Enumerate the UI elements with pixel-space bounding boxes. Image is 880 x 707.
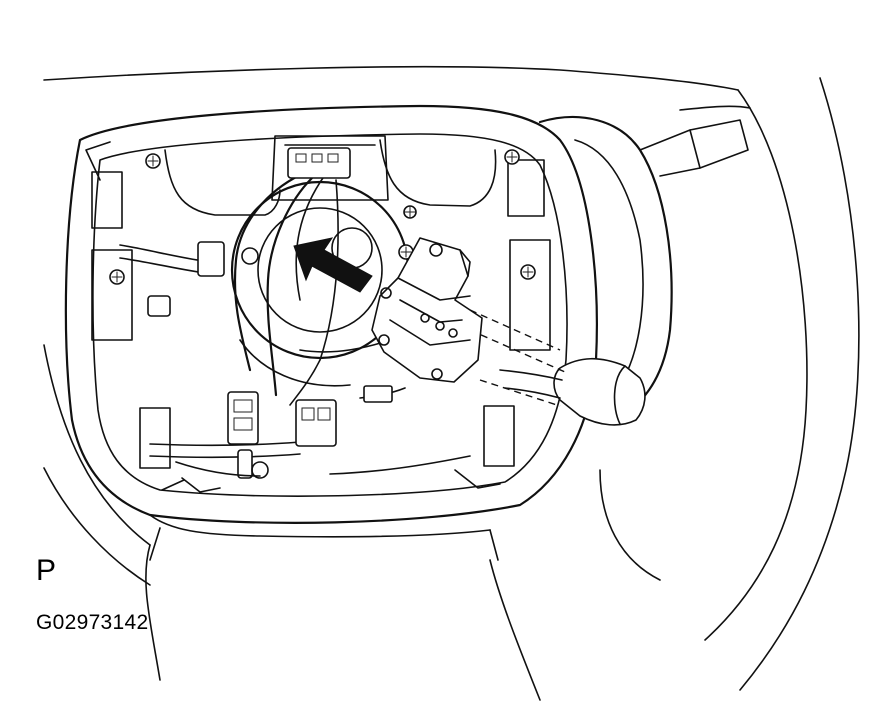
connector-lower-left bbox=[227, 391, 259, 445]
airbag-connector-assembly bbox=[371, 237, 483, 383]
screw-icon bbox=[520, 264, 536, 280]
central-boss bbox=[230, 180, 410, 387]
figure-code: G02973142 bbox=[36, 611, 149, 634]
upper-spoke bbox=[164, 135, 497, 216]
connector-hook bbox=[237, 449, 269, 479]
screw-icon bbox=[504, 149, 520, 165]
lower-spoke bbox=[161, 455, 501, 493]
removal-direction-arrow-icon bbox=[293, 237, 373, 293]
hidden-lines bbox=[469, 309, 566, 407]
outer-rim-lines bbox=[43, 65, 860, 701]
screw-heads bbox=[109, 149, 536, 285]
electrical-connectors bbox=[197, 147, 393, 479]
screw-icon bbox=[109, 269, 125, 285]
column-cover bbox=[538, 105, 751, 422]
wheel-hub-housing bbox=[64, 104, 598, 561]
view-label: P bbox=[36, 554, 57, 587]
side-brackets bbox=[85, 141, 551, 469]
screw-icon bbox=[403, 205, 417, 219]
connector-lower-mid bbox=[295, 399, 337, 447]
connector-small-right bbox=[363, 385, 393, 403]
connector-top bbox=[287, 147, 351, 179]
combination-switch-lever bbox=[499, 357, 646, 426]
connector-left bbox=[197, 241, 259, 277]
screw-icon bbox=[145, 153, 161, 169]
